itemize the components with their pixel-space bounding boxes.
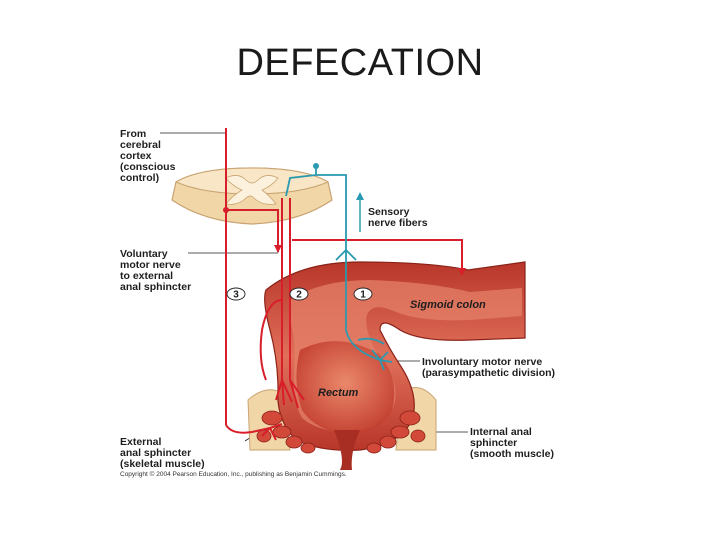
anal-canal [334,430,360,470]
svg-text:Involuntary motor nerve: Involuntary motor nerve [422,356,542,368]
svg-text:(parasympathetic division): (parasympathetic division) [422,367,555,379]
svg-text:anal sphincter: anal sphincter [120,447,191,459]
step-marker-3: 3 [226,287,246,301]
label-external-anal-sphincter: External anal sphincter (skeletal muscle… [120,436,205,470]
sensory-ganglion [313,163,319,169]
step-1-label: 1 [360,290,366,301]
label-involuntary-motor-nerve: Involuntary motor nerve (parasympathetic… [422,356,555,379]
svg-text:(conscious: (conscious [120,161,176,173]
sensory-arrow-head [356,192,364,200]
motor-synapse [223,207,229,213]
slide-title: DEFECATION [236,42,484,84]
svg-text:cerebral: cerebral [120,139,161,151]
label-voluntary-motor-nerve: Voluntary motor nerve to external anal s… [120,248,191,293]
step-marker-2: 2 [289,287,309,301]
motor-arrow-down [274,245,282,253]
svg-text:From: From [120,128,146,140]
svg-text:Sensory: Sensory [368,206,410,218]
svg-text:control): control) [120,172,159,184]
step-3-label: 3 [233,290,239,301]
label-internal-anal-sphincter: Internal anal sphincter (smooth muscle) [470,426,554,460]
svg-text:External: External [120,436,162,448]
svg-text:cortex: cortex [120,150,152,162]
svg-text:(smooth muscle): (smooth muscle) [470,448,554,460]
sensory-pathways [285,166,393,371]
svg-text:to external: to external [120,270,173,282]
step-2-label: 2 [296,290,302,301]
label-sigmoid-colon: Sigmoid colon [410,299,486,311]
svg-text:anal sphincter: anal sphincter [120,281,191,293]
sphincter-muscles [256,410,426,454]
label-sensory-nerve: Sensory nerve fibers [368,206,428,229]
svg-text:sphincter: sphincter [470,437,517,449]
motor-pathways [225,128,463,441]
motor-arrow-colon [458,268,466,276]
rectum [296,341,395,434]
svg-text:motor nerve: motor nerve [120,259,181,271]
label-rectum: Rectum [318,387,359,399]
copyright-notice: Copyright © 2004 Pearson Education, Inc.… [120,470,347,478]
svg-text:Internal anal: Internal anal [470,426,532,438]
gray-matter [225,175,279,205]
svg-text:(skeletal muscle): (skeletal muscle) [120,458,205,470]
label-cerebral-cortex: From cerebral cortex (conscious control) [120,128,176,184]
step-marker-1: 1 [353,287,373,301]
svg-text:nerve fibers: nerve fibers [368,217,428,229]
svg-text:Voluntary: Voluntary [120,248,168,260]
